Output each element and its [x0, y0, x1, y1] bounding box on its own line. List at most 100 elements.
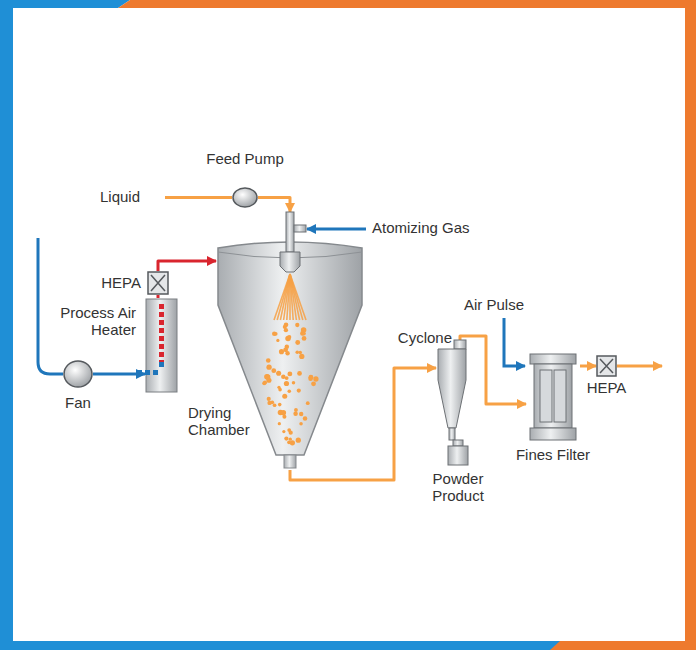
air-pulse-line: [504, 318, 525, 366]
droplet: [289, 437, 292, 440]
droplet: [295, 340, 300, 345]
product-container: Powder Product: [446, 440, 470, 466]
droplet: [296, 438, 301, 443]
droplet: [287, 389, 291, 393]
part-label: Cyclone: [392, 329, 452, 346]
filter-box: [597, 356, 616, 376]
droplet: [287, 335, 291, 339]
droplet: [277, 386, 280, 389]
cyclone-body: [438, 349, 466, 428]
droplet: [313, 376, 318, 381]
hepa-filter: HEPA: [147, 271, 169, 295]
part-label: Process Air Heater: [58, 304, 136, 339]
hepa-filter: HEPA: [596, 355, 617, 377]
heater-body: [146, 299, 177, 392]
air-heater: Process Air Heater: [145, 298, 178, 393]
droplet: [266, 364, 271, 369]
fines-filter: Fines Filter: [526, 352, 580, 442]
frame-bar: [0, 641, 560, 650]
droplet: [295, 350, 299, 354]
product-container-outline: [446, 440, 470, 466]
part-label: Powder Product: [426, 470, 490, 505]
droplet: [279, 349, 284, 354]
frame-bar: [550, 641, 696, 650]
droplet: [266, 358, 271, 363]
pump-body: [64, 361, 92, 387]
cyclone-separator: Cyclone: [436, 340, 468, 440]
droplet: [262, 381, 266, 385]
droplet: [278, 422, 281, 425]
droplet: [293, 411, 298, 416]
nozzle-stem: [286, 212, 294, 252]
droplet: [298, 351, 302, 355]
droplet: [282, 394, 287, 399]
droplet: [264, 374, 270, 380]
frame-bar: [0, 0, 13, 650]
spray: [287, 274, 290, 320]
droplet: [303, 416, 308, 421]
heat-mark: [159, 344, 164, 349]
air-mark: [153, 370, 158, 375]
droplet: [273, 403, 277, 407]
filter-cartridge: [554, 370, 566, 422]
spray: [284, 274, 290, 320]
air-mark: [159, 362, 164, 367]
flow-label: Atomizing Gas: [372, 219, 470, 236]
droplet: [308, 375, 313, 380]
fan-symbol: Fan: [63, 360, 93, 388]
flow-label: Air Pulse: [464, 296, 524, 313]
air-mark: [145, 370, 150, 375]
part-label: Feed Pump: [195, 150, 295, 167]
droplet: [282, 430, 285, 433]
pump-symbol: Feed Pump: [232, 187, 258, 208]
part-label: HEPA: [95, 274, 141, 291]
flow-connector: [258, 198, 290, 213]
droplet: [297, 389, 301, 393]
fan-symbol-outline: [63, 360, 93, 388]
droplet: [278, 403, 282, 407]
exhaust-arrow: [617, 365, 662, 368]
nozzle-body: [280, 252, 300, 272]
droplet: [292, 381, 295, 384]
droplet: [311, 381, 316, 386]
flow-connector: [460, 336, 526, 404]
cyclone-separator-outline: [436, 340, 468, 440]
droplet: [290, 440, 295, 445]
air-heater-outline: [145, 298, 178, 393]
droplet: [294, 408, 298, 412]
hepa-filter-outline: [147, 271, 169, 295]
droplet: [287, 371, 292, 376]
droplet: [302, 336, 307, 341]
droplet: [263, 381, 267, 385]
chamber-outlet: [284, 455, 296, 468]
droplet: [285, 336, 290, 341]
droplet: [270, 400, 274, 404]
fines-filter-outline: [526, 352, 580, 442]
gas-inlet: [294, 225, 306, 232]
air-mark: [137, 370, 142, 375]
droplet: [299, 354, 304, 359]
droplet: [284, 381, 289, 386]
filter-box: [148, 272, 168, 294]
jar-body: [448, 446, 468, 465]
pump-body: [233, 188, 257, 207]
droplet: [284, 436, 288, 440]
droplet: [284, 323, 289, 328]
flow-label: Liquid: [100, 188, 140, 205]
droplet: [281, 374, 285, 378]
frame-bar: [0, 0, 130, 8]
heat-mark: [159, 352, 164, 357]
spray: [280, 274, 290, 320]
spray: [274, 274, 290, 320]
droplet: [267, 397, 271, 401]
droplet: [306, 401, 310, 405]
part-label: Drying Chamber: [188, 404, 254, 439]
heat-mark: [159, 304, 164, 309]
filter-cartridge: [540, 370, 552, 422]
droplet: [291, 441, 295, 445]
heat-mark: [159, 312, 164, 317]
frame-bar: [118, 0, 696, 8]
droplet: [299, 422, 303, 426]
spray: [290, 274, 306, 320]
